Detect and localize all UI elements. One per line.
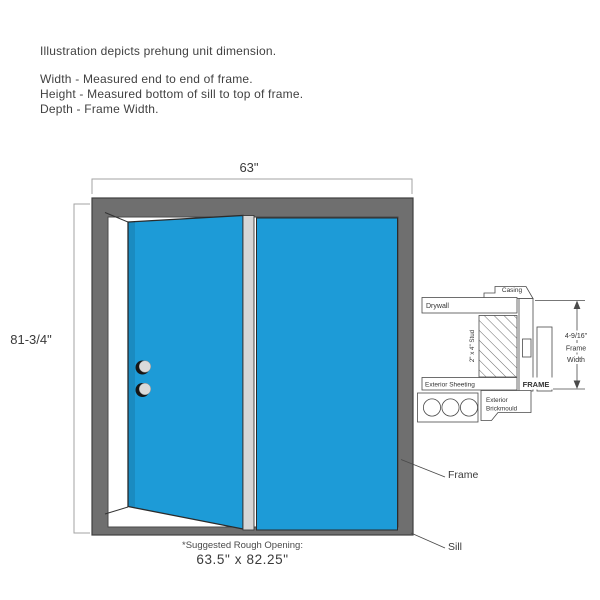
- height-definition: Height - Measured bottom of sill to top …: [40, 87, 304, 101]
- width-definition: Width - Measured end to end of frame.: [40, 72, 253, 86]
- frame-depth-value: 4-9/16": [565, 333, 588, 340]
- rough-opening-note: *Suggested Rough Opening:: [182, 540, 303, 551]
- width-dimension-value: 63": [239, 160, 259, 175]
- deadbolt-knob: [135, 360, 152, 375]
- brickmould-profile-box: [417, 392, 479, 423]
- frame-depth-label-line1: Frame: [566, 346, 586, 353]
- open-door-bottom-edge: [104, 506, 129, 515]
- door-unit: [91, 197, 414, 536]
- stud-label: 2" x 4" Stud: [469, 329, 476, 362]
- brickmould-bead-1: [422, 398, 441, 417]
- brickmould-label-line2: Brickmould: [486, 406, 518, 413]
- brickmould-label-line1: Exterior: [486, 397, 508, 404]
- brickmould-bead-2: [441, 398, 460, 417]
- frame-leader-line: [400, 459, 446, 478]
- height-dimension-bracket: [73, 203, 90, 534]
- illustration-title: Illustration depicts prehung unit dimens…: [40, 44, 277, 58]
- stud-hatch-box: [478, 315, 518, 378]
- depth-value-bg: [558, 330, 595, 340]
- frame-text-bg: [519, 377, 553, 390]
- depth-label1-bg: [561, 343, 590, 353]
- width-dimension-bracket: [91, 178, 413, 194]
- jamb-kerf-slot: [522, 338, 532, 358]
- dimension-definitions: Width - Measured end to end of frame. He…: [40, 72, 303, 117]
- drywall-box: [421, 297, 518, 314]
- rough-opening-value: 63.5" x 82.25": [196, 551, 289, 567]
- depth-label2-bg: [561, 354, 590, 364]
- height-dimension-value: 81-3/4": [10, 332, 52, 347]
- frame-outer-profile: [536, 326, 553, 392]
- depth-definition: Depth - Frame Width.: [40, 102, 159, 116]
- frame-section-label: FRAME: [523, 380, 550, 389]
- sill-leader-line: [410, 532, 446, 549]
- exterior-sheeting-box: [421, 377, 518, 391]
- sill-callout-label: Sill: [448, 541, 463, 553]
- depth-arrow-down: [573, 380, 581, 389]
- depth-arrow-up: [573, 300, 581, 309]
- brickmould-label-box: [480, 390, 532, 421]
- open-door-top-edge: [104, 212, 129, 223]
- casing-label: Casing: [502, 287, 523, 294]
- door-handle-knob: [135, 382, 152, 397]
- left-door-edge-shade: [128, 221, 135, 508]
- exterior-sheeting-label: Exterior Sheeting: [425, 382, 475, 389]
- cross-section-detail: [417, 286, 595, 423]
- right-door-panel: [256, 217, 398, 531]
- frame-depth-label-line2: Width: [567, 357, 585, 364]
- frame-callout-label: Frame: [448, 469, 479, 481]
- drywall-label: Drywall: [426, 303, 449, 310]
- brickmould-bead-3: [459, 398, 478, 417]
- center-mullion: [242, 215, 255, 531]
